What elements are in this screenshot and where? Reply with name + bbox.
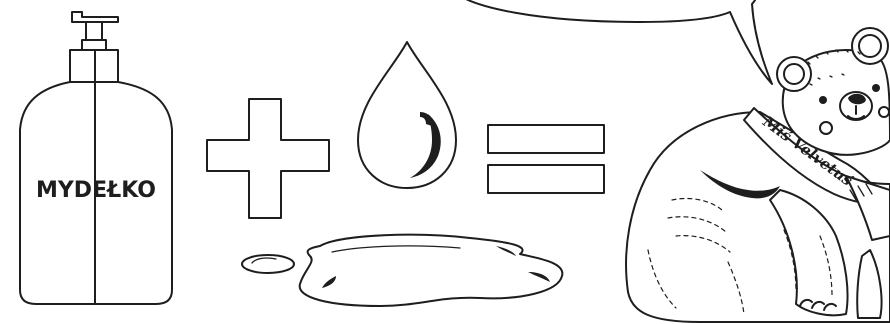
bear-illustration: Miś Velvetuś: [626, 28, 890, 322]
speech-bubble: [452, 0, 772, 84]
puddle: [242, 235, 562, 306]
plus-icon: [207, 99, 329, 218]
bottle-label: MYDEŁKO: [36, 178, 156, 203]
soap-bottle: MYDEŁKO: [20, 12, 172, 304]
equals-icon: [488, 125, 604, 193]
water-drop-icon: [358, 42, 456, 188]
